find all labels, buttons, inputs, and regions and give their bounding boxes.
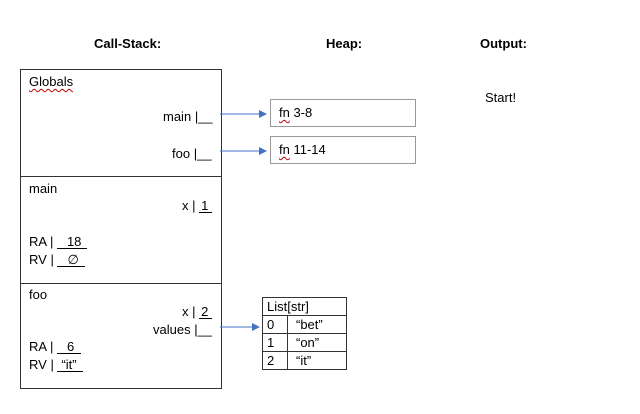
foo-var-values-value: __ — [197, 322, 213, 337]
heap-header: Heap: — [326, 36, 363, 51]
global-var-main-name: main — [163, 109, 192, 124]
global-var-main-value: __ — [198, 109, 213, 124]
main-return-address: RA | 18 — [29, 234, 87, 249]
heap-list-row: 2 “it” — [262, 351, 347, 370]
foo-frame-title: foo — [29, 287, 48, 302]
global-var-main-sep: | — [194, 109, 199, 124]
heap-fn-foo-prefix: fn — [279, 142, 290, 157]
heap-fn-foo-lines: 11-14 — [289, 142, 326, 157]
heap-fn-main-lines: 3-8 — [289, 105, 313, 120]
heap-list-type: List[str] — [262, 297, 347, 316]
global-var-foo-sep: | — [193, 146, 198, 161]
heap-list-value: “it” — [287, 351, 347, 370]
globals-frame-title: Globals — [29, 74, 74, 89]
main-var-x-value: 1 — [199, 199, 213, 213]
globals-frame: Globals main |__ foo |__ — [20, 69, 222, 177]
foo-var-values-name: values — [153, 322, 191, 337]
global-var-foo-name: foo — [172, 146, 191, 161]
foo-rv-value: “it” — [57, 358, 84, 372]
foo-rv-name: RV — [29, 357, 47, 372]
main-ra-value: 18 — [56, 235, 87, 249]
main-ra-name: RA — [29, 234, 47, 249]
heap-fn-main: fn 3-8 — [270, 99, 416, 127]
call-stack-header: Call-Stack: — [94, 36, 162, 51]
foo-return-address: RA | 6 — [29, 339, 81, 354]
global-var-main: main |__ — [163, 109, 213, 124]
foo-var-x: x | 2 — [182, 304, 213, 319]
foo-var-values: values |__ — [153, 322, 213, 337]
heap-list-row: 0 “bet” — [262, 315, 347, 334]
main-rv-name: RV — [29, 252, 47, 267]
heap-fn-main-prefix: fn — [279, 105, 290, 120]
global-var-foo: foo |__ — [172, 146, 212, 161]
output-line: Start! — [485, 90, 517, 105]
output-header: Output: — [480, 36, 527, 51]
main-frame-title: main — [29, 181, 58, 196]
heap-list-header-row: List[str] — [262, 297, 347, 316]
main-return-value: RV | ∅ — [29, 252, 86, 267]
heap-fn-foo: fn 11-14 — [270, 136, 416, 164]
foo-var-x-value: 2 — [199, 305, 213, 319]
foo-return-value: RV | “it” — [29, 357, 84, 372]
main-rv-value: ∅ — [57, 253, 86, 267]
heap-list: List[str] 0 “bet” 1 “on” 2 “it” — [262, 297, 347, 370]
foo-ra-value: 6 — [56, 340, 81, 354]
main-var-x: x | 1 — [182, 198, 213, 213]
heap-list-value: “bet” — [287, 315, 347, 334]
foo-var-x-name: x — [182, 304, 189, 319]
foo-ra-name: RA — [29, 339, 47, 354]
foo-frame: foo x | 2 values |__ RA | 6 RV | “it” — [20, 283, 222, 389]
global-var-foo-value: __ — [197, 146, 212, 161]
heap-list-value: “on” — [287, 333, 347, 352]
main-var-x-name: x — [182, 198, 189, 213]
